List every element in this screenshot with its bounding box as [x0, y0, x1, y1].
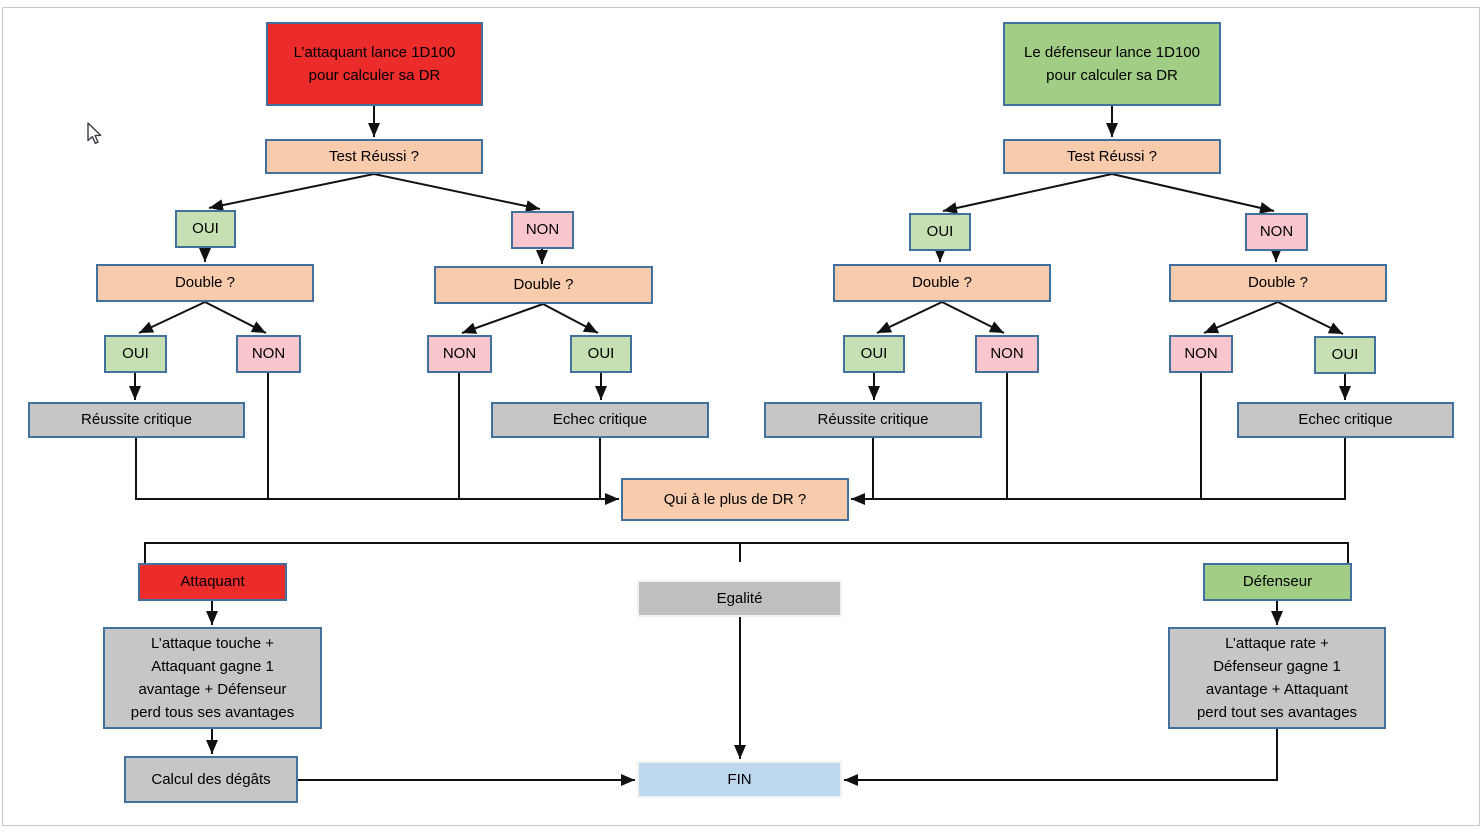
node-branch-defenseur[interactable]: Défenseur — [1203, 563, 1352, 601]
mouse-cursor-icon — [87, 122, 102, 144]
node-damage-calc[interactable]: Calcul des dégâts — [124, 756, 298, 803]
node-defender-critical-success[interactable]: Réussite critique — [764, 402, 982, 438]
node-branch-attaquant[interactable]: Attaquant — [138, 563, 287, 601]
node-defender-double-success[interactable]: Double ? — [833, 264, 1051, 302]
node-compare-dr[interactable]: Qui à le plus de DR ? — [621, 478, 849, 521]
node-attacker-critical-failure[interactable]: Echec critique — [491, 402, 709, 438]
node-defender-double-fail[interactable]: Double ? — [1169, 264, 1387, 302]
node-attacker-double-fail[interactable]: Double ? — [434, 266, 653, 304]
node-defender-double-fail-oui[interactable]: OUI — [1314, 336, 1376, 374]
node-attacker-test[interactable]: Test Réussi ? — [265, 139, 483, 174]
node-attack-hits[interactable]: L’attaque touche + Attaquant gagne 1 ava… — [103, 627, 322, 729]
node-branch-egalite[interactable]: Egalité — [637, 580, 842, 617]
node-attacker-double-success-non[interactable]: NON — [236, 335, 301, 373]
node-defender-test-non[interactable]: NON — [1245, 213, 1308, 251]
node-fin[interactable]: FIN — [637, 761, 842, 798]
node-defender-double-success-oui[interactable]: OUI — [843, 335, 905, 373]
node-defender-critical-failure[interactable]: Echec critique — [1237, 402, 1454, 438]
node-defender-roll[interactable]: Le défenseur lance 1D100 pour calculer s… — [1003, 22, 1221, 106]
node-defender-test[interactable]: Test Réussi ? — [1003, 139, 1221, 174]
node-attacker-double-success-oui[interactable]: OUI — [104, 335, 167, 373]
node-attacker-double-fail-non[interactable]: NON — [427, 335, 492, 373]
node-attacker-roll[interactable]: L’attaquant lance 1D100 pour calculer sa… — [266, 22, 483, 106]
node-attacker-double-success[interactable]: Double ? — [96, 264, 314, 302]
node-defender-double-success-non[interactable]: NON — [975, 335, 1039, 373]
node-defender-double-fail-non[interactable]: NON — [1169, 335, 1233, 373]
node-defender-test-oui[interactable]: OUI — [909, 213, 971, 251]
node-attacker-critical-success[interactable]: Réussite critique — [28, 402, 245, 438]
node-attacker-double-fail-oui[interactable]: OUI — [570, 335, 632, 373]
node-attack-misses[interactable]: L’attaque rate + Défenseur gagne 1 avant… — [1168, 627, 1386, 729]
node-attacker-test-non[interactable]: NON — [511, 211, 574, 249]
node-attacker-test-oui[interactable]: OUI — [175, 210, 236, 248]
